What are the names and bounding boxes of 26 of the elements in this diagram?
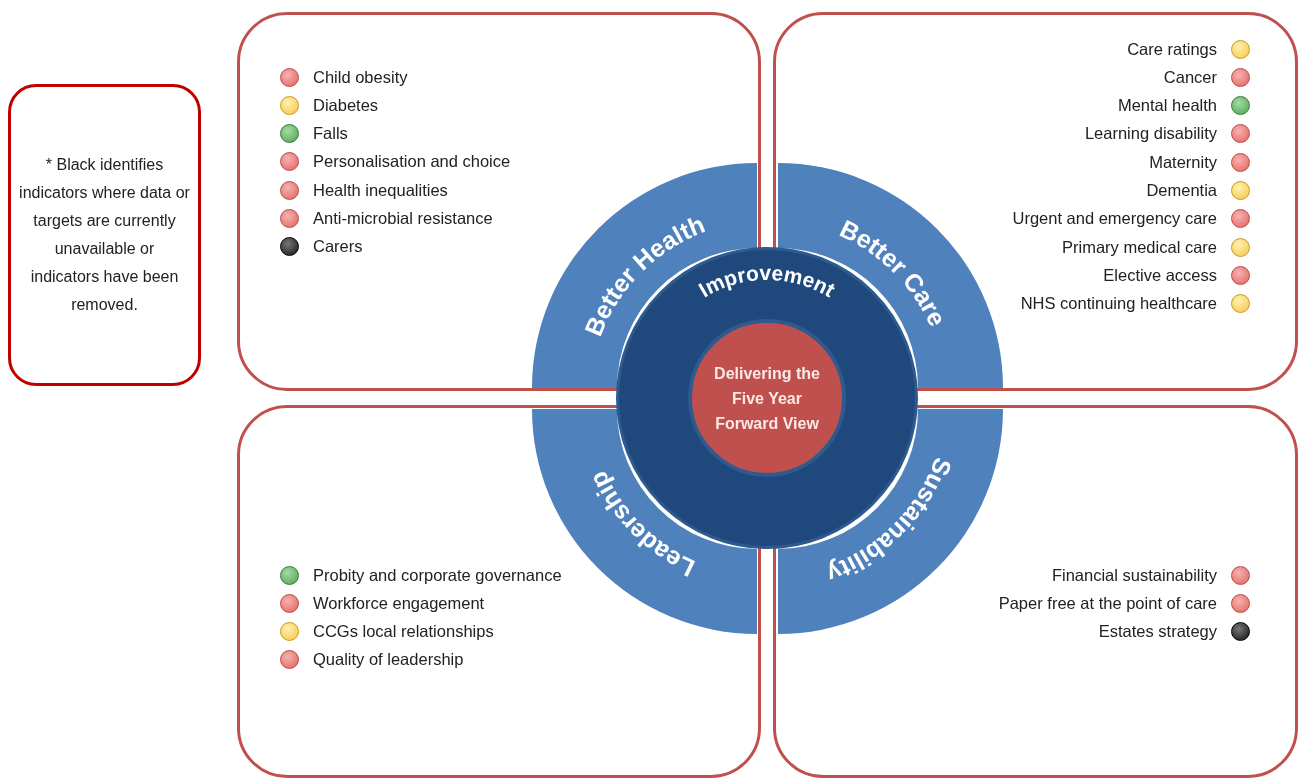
indicator-label: CCGs local relationships <box>313 622 494 642</box>
indicator-label: Urgent and emergency care <box>1012 209 1217 229</box>
indicator-label: Estates strategy <box>1098 622 1217 642</box>
indicator-label: Probity and corporate governance <box>313 565 562 585</box>
indicator-label: Carers <box>313 237 363 257</box>
indicator-label: Elective access <box>1103 265 1217 285</box>
indicator-label: Care ratings <box>1127 39 1217 59</box>
indicator-label: Workforce engagement <box>313 593 485 613</box>
center-circle: Delivering the Five Year Forward View <box>688 319 846 477</box>
indicator-label: Maternity <box>1149 152 1217 172</box>
indicator-label: Cancer <box>1163 67 1217 87</box>
indicator-label: Falls <box>313 124 348 144</box>
indicator-label: Primary medical care <box>1062 237 1217 257</box>
indicator-label: Learning disability <box>1084 124 1217 144</box>
indicator-label: Anti-microbial resistance <box>313 209 493 228</box>
indicator-label: NHS continuing healthcare <box>1020 294 1217 314</box>
indicator-label: Personalisation and choice <box>313 152 511 172</box>
indicator-label: Dementia <box>1146 181 1217 200</box>
indicator-label: Child obesity <box>313 67 408 87</box>
indicator-label: Quality of leadership <box>313 650 464 670</box>
indicator-label: Financial sustainability <box>1051 565 1217 585</box>
indicator-label: Mental health <box>1117 96 1217 116</box>
indicator-label: Health inequalities <box>313 180 448 200</box>
indicator-label: Paper free at the point of care <box>998 593 1217 613</box>
indicator-label: Diabetes <box>313 95 379 115</box>
note-box: * Black identifies indicators where data or targets are currently unavailable or indicators have been removed. <box>8 84 201 386</box>
